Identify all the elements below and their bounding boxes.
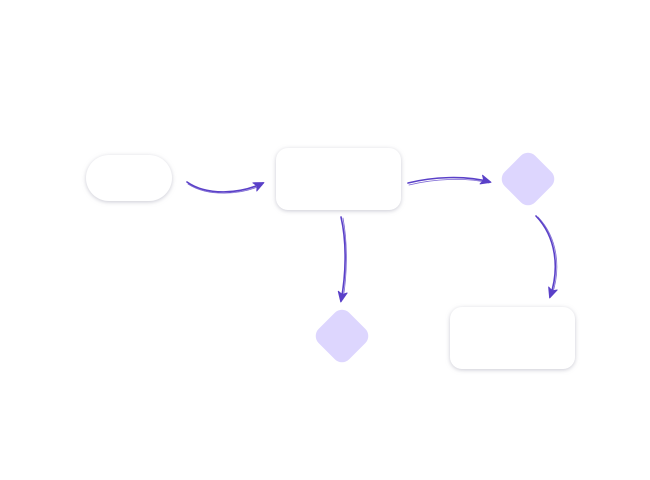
connector-process-to-decision-right[interactable] <box>407 174 492 186</box>
start-node[interactable] <box>86 155 172 201</box>
decision-node-bottom-shape <box>315 309 369 363</box>
connector-process-to-decision-bottom[interactable] <box>337 216 348 303</box>
connector-decision-right-to-result[interactable] <box>535 215 558 299</box>
result-node[interactable] <box>450 307 575 369</box>
process-node-shape <box>276 148 401 210</box>
result-node-shape <box>450 307 575 369</box>
decision-node-right-shape <box>501 152 555 206</box>
decision-node-bottom[interactable] <box>312 306 373 367</box>
decision-node-right[interactable] <box>498 149 559 210</box>
process-node[interactable] <box>276 148 401 210</box>
start-node-shape <box>86 155 172 201</box>
connector-start-to-process[interactable] <box>186 181 265 194</box>
